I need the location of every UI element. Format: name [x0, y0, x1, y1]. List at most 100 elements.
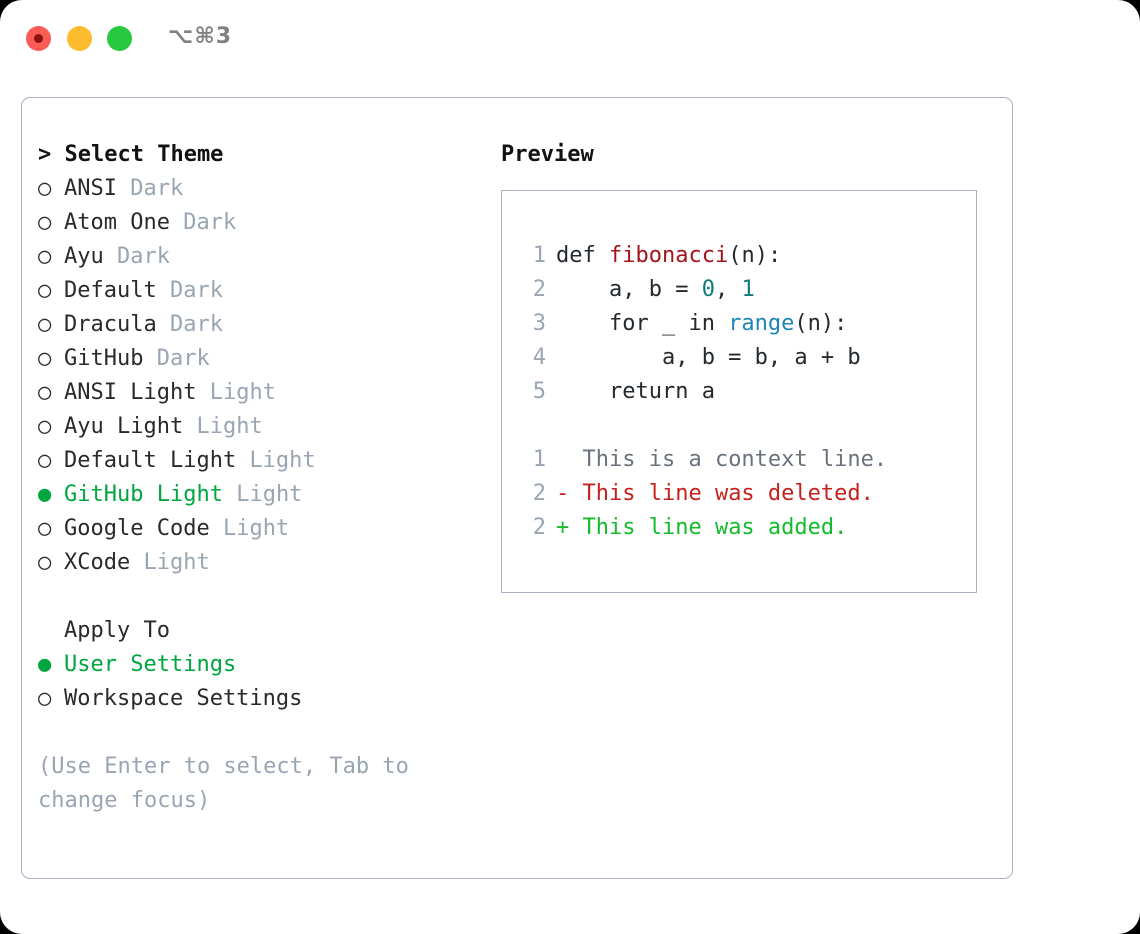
line-number: 3	[532, 311, 546, 336]
theme-list: ○ANSI Dark○Atom One Dark○Ayu Dark○Defaul…	[38, 172, 478, 580]
apply-to-item[interactable]: ●User Settings	[38, 648, 478, 682]
window-title: ⌥⌘3	[168, 24, 233, 49]
label-gap	[223, 482, 236, 507]
line-number: 2	[532, 481, 546, 506]
code-token: a, b =	[556, 277, 702, 302]
diff-line: 2+ This line was added.	[522, 511, 887, 545]
close-button[interactable]	[26, 26, 51, 51]
code-token: (n):	[794, 311, 848, 336]
radio-unselected-icon: ○	[38, 176, 52, 201]
apply-to-header: Apply To	[64, 618, 170, 643]
label-gap	[117, 176, 130, 201]
theme-name: ANSI	[64, 176, 117, 201]
radio-unselected-icon: ○	[38, 312, 52, 337]
line-number: 5	[532, 379, 546, 404]
line-number: 4	[532, 345, 546, 370]
theme-name: Default	[64, 278, 157, 303]
code-token: ,	[714, 277, 742, 302]
radio-unselected-icon: ○	[38, 244, 52, 269]
select-theme-header: > Select Theme	[38, 142, 224, 167]
label-gap	[236, 448, 249, 473]
label-gap	[170, 210, 183, 235]
diff-sign	[556, 447, 569, 472]
theme-list-item[interactable]: ○Ayu Dark	[38, 240, 478, 274]
code-token: 0	[701, 277, 715, 302]
line-number: 1	[532, 447, 546, 472]
radio-unselected-icon: ○	[38, 210, 52, 235]
code-token: return a	[556, 379, 715, 404]
theme-list-item[interactable]: ○GitHub Dark	[38, 342, 478, 376]
theme-name: ANSI Light	[64, 380, 197, 405]
theme-category-tag: Dark	[117, 244, 170, 269]
theme-list-item[interactable]: ○ ANSI Dark	[38, 172, 478, 206]
theme-list-item[interactable]: ○Atom One Dark	[38, 206, 478, 240]
theme-category-tag: Dark	[130, 176, 184, 201]
theme-category-tag: Dark	[169, 312, 223, 337]
diff-text: This line was added.	[569, 515, 848, 540]
radio-unselected-icon: ○	[38, 686, 52, 711]
code-token: a, b = b, a + b	[556, 345, 861, 370]
theme-list-item[interactable]: ○ANSI Light Light	[38, 376, 478, 410]
theme-list-item[interactable]: ○ Dracula Dark	[38, 308, 478, 342]
preview-header: Preview	[501, 142, 594, 167]
main-panel: > Select Theme ○ANSI Dark○Atom One Dark○…	[21, 97, 1013, 879]
apply-to-list: ●User Settings ○ Workspace Settings	[38, 648, 478, 716]
radio-unselected-icon: ○	[38, 516, 52, 541]
theme-name: Ayu Light	[64, 414, 184, 439]
code-diff-separator	[522, 409, 887, 443]
minimize-button[interactable]	[67, 26, 92, 51]
radio-unselected-icon: ○	[38, 380, 52, 405]
theme-list-item[interactable]: ○ Ayu Light Light	[38, 410, 478, 444]
radio-selected-icon: ●	[38, 482, 52, 507]
keyboard-hint: (Use Enter to select, Tab to change focu…	[38, 754, 409, 813]
radio-unselected-icon: ○	[38, 414, 52, 439]
line-number: 1	[532, 243, 546, 268]
theme-list-item[interactable]: ○XCode Light	[38, 546, 478, 580]
theme-list-item[interactable]: ○ Default Light Light	[38, 444, 478, 478]
theme-name: Dracula	[64, 312, 157, 337]
theme-category-tag: Dark	[183, 210, 237, 235]
diff-text: This line was deleted.	[569, 481, 874, 506]
radio-unselected-icon: ○	[38, 448, 52, 473]
theme-category-tag: Dark	[169, 278, 223, 303]
theme-list-item[interactable]: ● GitHub Light Light	[38, 478, 478, 512]
theme-name: GitHub	[64, 346, 144, 371]
theme-name: GitHub Light	[64, 482, 223, 507]
list-spacer	[38, 580, 478, 614]
diff-line: 2- This line was deleted.	[522, 477, 887, 511]
theme-name: XCode	[64, 550, 131, 575]
code-token: for _ in	[556, 311, 729, 336]
theme-category-tag: Light	[222, 516, 290, 541]
label-gap	[104, 244, 117, 269]
label-gap	[157, 278, 170, 303]
label-gap	[157, 312, 170, 337]
code-token: range	[728, 311, 795, 336]
label-gap	[210, 516, 223, 541]
apply-to-item[interactable]: ○ Workspace Settings	[38, 682, 478, 716]
code-line: 5 return a	[522, 375, 887, 409]
diff-line: 1 This is a context line.	[522, 443, 887, 477]
label-gap	[196, 380, 209, 405]
code-line: 3 for _ in range(n):	[522, 307, 887, 341]
apply-to-label: Workspace Settings	[64, 686, 303, 711]
label-gap	[183, 414, 196, 439]
code-token: (n):	[728, 243, 782, 268]
theme-selection-column: > Select Theme ○ANSI Dark○Atom One Dark○…	[38, 138, 478, 818]
theme-list-item[interactable]: ○Default Dark	[38, 274, 478, 308]
theme-category-tag: Light	[249, 448, 316, 473]
theme-category-tag: Light	[236, 482, 303, 507]
line-number: 2	[532, 277, 546, 302]
theme-category-tag: Dark	[156, 346, 210, 371]
diff-sign: +	[556, 515, 570, 540]
theme-category-tag: Light	[196, 414, 263, 439]
apply-to-label: User Settings	[64, 652, 237, 677]
label-gap	[130, 550, 143, 575]
theme-name: Default Light	[64, 448, 237, 473]
theme-list-item[interactable]: ○Google Code Light	[38, 512, 478, 546]
zoom-button[interactable]	[107, 26, 132, 51]
code-token: fibonacci	[608, 243, 729, 268]
code-token: 1	[741, 277, 755, 302]
